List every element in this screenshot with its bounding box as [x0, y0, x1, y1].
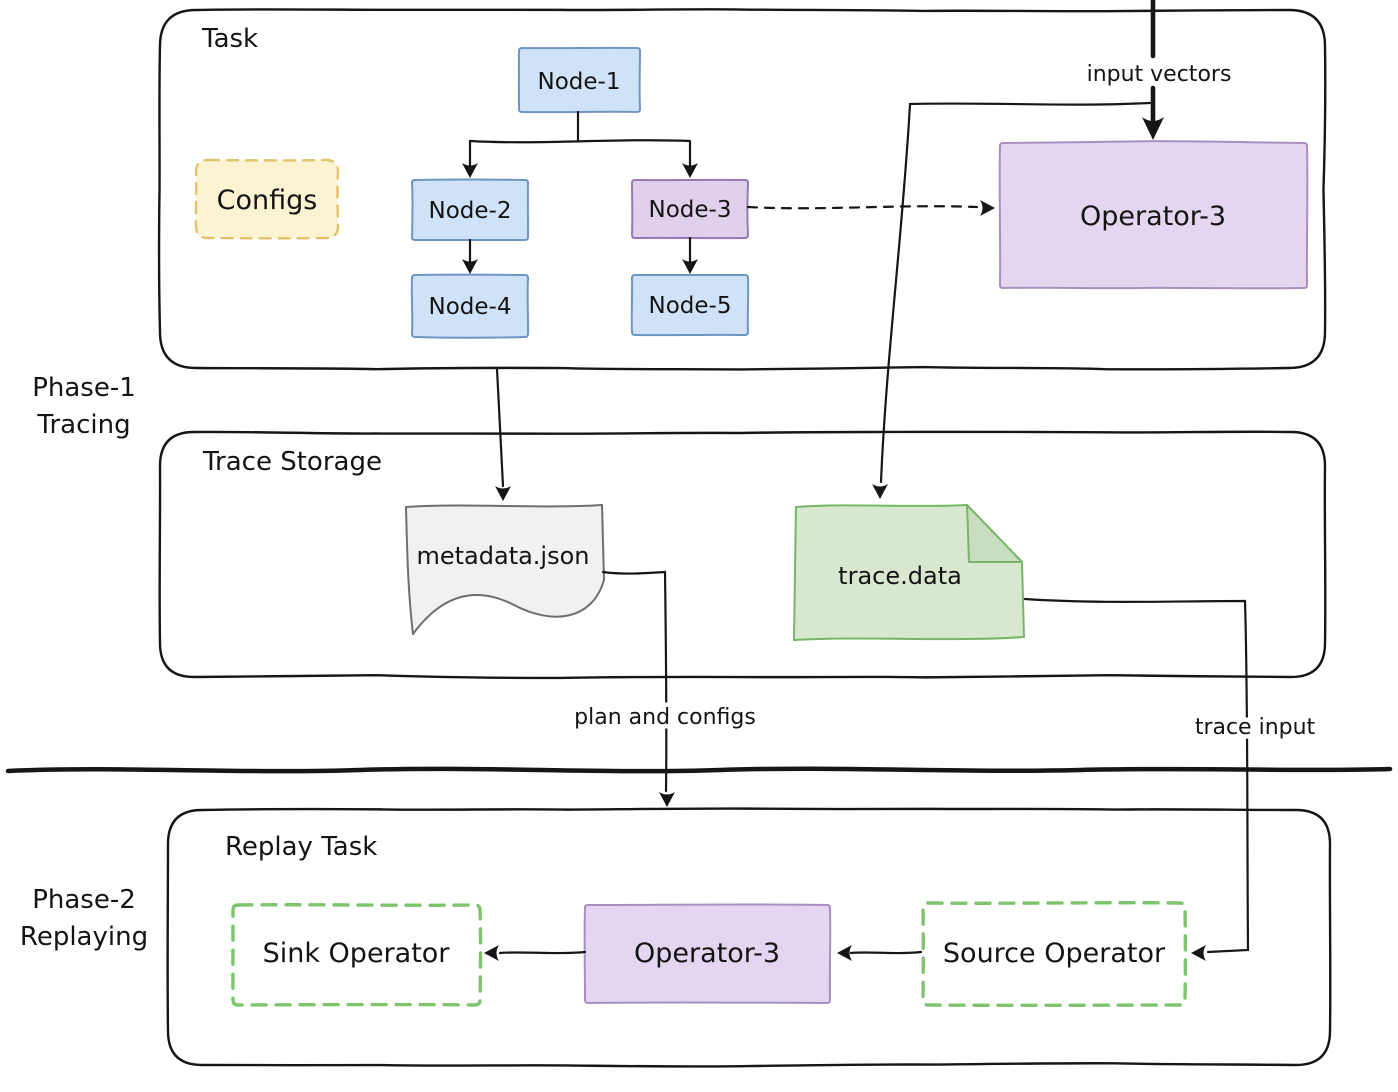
- edge-node3-node5: [682, 236, 698, 274]
- tree-lines: [468, 110, 692, 167]
- node-2-label: Node-2: [429, 198, 512, 224]
- node-1-box: [517, 46, 642, 114]
- trace-input-label: trace input: [1195, 715, 1316, 740]
- edge-metadata-to-replay: [601, 570, 675, 807]
- arrowhead-down: [682, 163, 698, 178]
- operator-3-top-box: [998, 140, 1309, 290]
- edge-task-to-metadata: [495, 367, 511, 501]
- node-5-label: Node-5: [649, 293, 732, 319]
- phase1-line1: Phase-1: [32, 373, 136, 403]
- trace-storage-title: Trace Storage: [202, 447, 382, 477]
- edge-tracedata-to-source: [1023, 597, 1250, 961]
- phase1-line2: Tracing: [36, 410, 130, 440]
- arrowhead-left: [837, 945, 852, 961]
- input-vectors-label: input vectors: [1087, 62, 1232, 87]
- folded-corner-icon: [966, 504, 1023, 563]
- arrowhead-down: [659, 792, 675, 807]
- arrowhead-down: [1142, 117, 1164, 140]
- edge-line: [1023, 597, 1250, 954]
- replay-task-title: Replay Task: [225, 832, 377, 862]
- sink-operator-box: [231, 903, 483, 1007]
- source-operator-box: [921, 901, 1188, 1008]
- arrowhead-down: [495, 486, 511, 501]
- edge-node1-children: [462, 110, 698, 178]
- arrowhead-down: [682, 259, 698, 274]
- task-container: [157, 8, 1327, 371]
- edge-input-vectors: [1142, 0, 1164, 140]
- source-operator-label: Source Operator: [943, 938, 1166, 969]
- arrowhead-left: [484, 945, 499, 961]
- arrowhead-down: [462, 259, 478, 274]
- phase1-label: Phase-1 Tracing: [32, 373, 136, 440]
- phase2-label: Phase-2 Replaying: [20, 885, 148, 952]
- operator-3-bottom-label: Operator-3: [634, 938, 780, 969]
- node-4-box: [410, 273, 530, 339]
- phase2-line1: Phase-2: [32, 885, 136, 915]
- edge-line: [498, 950, 587, 955]
- plan-and-configs-label: plan and configs: [574, 705, 756, 730]
- edge-source-to-operator3: [837, 945, 923, 961]
- edge-node3-operator3: [746, 200, 995, 216]
- operator-3-bottom-box: [583, 903, 832, 1005]
- node-5-box: [630, 273, 750, 337]
- trace-data-file: trace.data: [793, 504, 1025, 641]
- edge-line: [601, 570, 668, 793]
- edges: Operator-3 -->: [462, 0, 1250, 961]
- dashed-edge-line: [746, 205, 979, 210]
- arrowhead-left: [1191, 945, 1206, 961]
- configs-box: [194, 158, 340, 240]
- node-2-box: [410, 178, 530, 242]
- node-1-label: Node-1: [538, 69, 621, 95]
- metadata-json-file: metadata.json: [405, 504, 605, 635]
- node-3-box: [630, 178, 750, 240]
- node-3-label: Node-3: [649, 197, 732, 223]
- edge-line: [849, 950, 923, 955]
- edge-node2-node4: [462, 238, 478, 274]
- arrowhead-down: [872, 484, 888, 499]
- task-title: Task: [201, 24, 258, 54]
- operator-3-top-label: Operator-3: [1080, 201, 1226, 232]
- configs-label: Configs: [217, 185, 318, 216]
- metadata-json-label: metadata.json: [416, 542, 589, 570]
- arrowhead-down: [462, 163, 478, 178]
- edge-line: [495, 367, 505, 488]
- phase-divider: [5, 766, 1393, 774]
- trace-storage-container: [158, 430, 1327, 680]
- node-4-label: Node-4: [429, 294, 512, 320]
- phase2-line2: Replaying: [20, 922, 148, 952]
- document-shape: [405, 504, 605, 635]
- file-shape: [793, 504, 1025, 641]
- edge-operator3-to-sink: [484, 945, 587, 961]
- replay-task-container: [166, 807, 1332, 1068]
- arrowhead-right: [980, 200, 995, 216]
- edge-line: [879, 101, 1152, 484]
- trace-data-label: trace.data: [838, 562, 962, 590]
- edge-input-to-tracedata: [872, 101, 1152, 499]
- sink-operator-label: Sink Operator: [263, 938, 451, 969]
